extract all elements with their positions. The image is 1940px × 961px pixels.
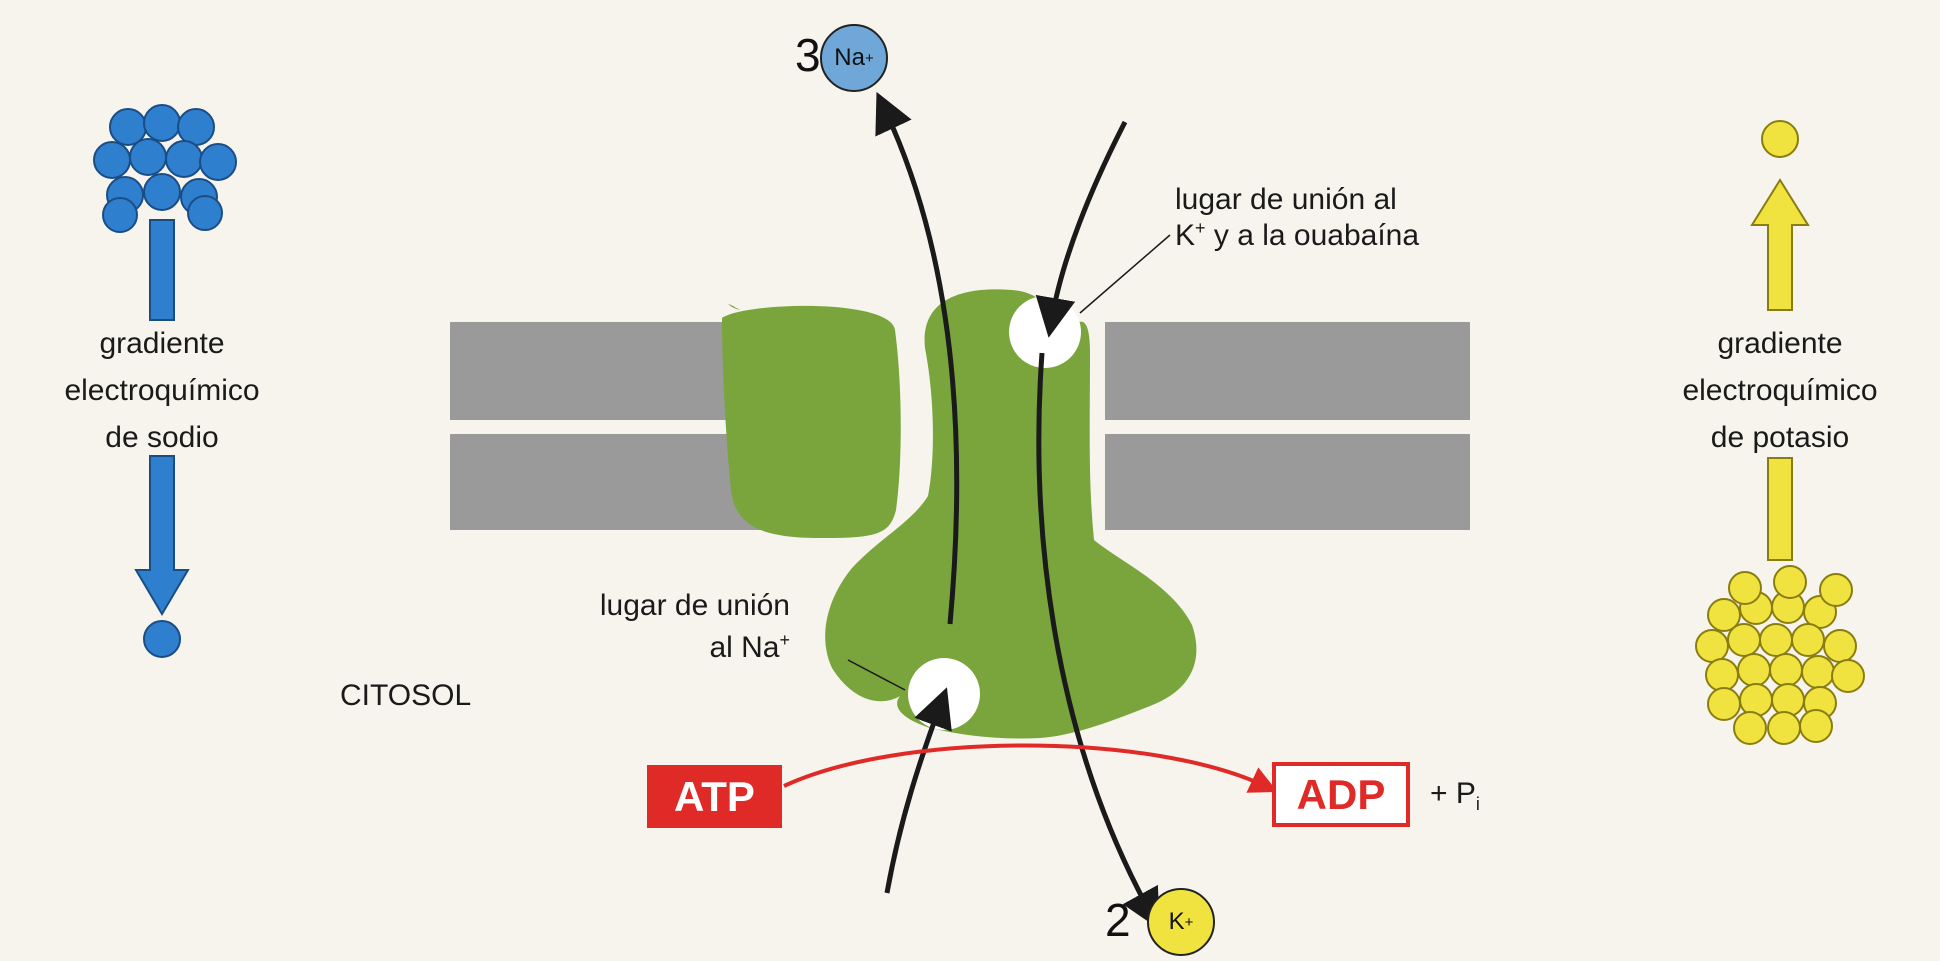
sodium-gradient-label: gradiente electroquímico de sodio [12,320,312,461]
potassium-gradient-label: gradiente electroquímico de potasio [1630,320,1930,461]
k-entry-arrow [1035,120,1128,338]
k-site-leader-line [1079,234,1171,314]
potassium-ion-cluster [1695,565,1865,745]
k-binding-site-label-line1: lugar de unión al [1175,183,1397,216]
na-site-leader-line [847,659,906,691]
sodium-gradient-label-line2: electroquímico [64,374,260,407]
pump-left-subunit [722,304,901,538]
k-ion-symbol: K [1168,908,1185,935]
k-binding-site [1009,296,1081,368]
adp-label: ADP [1272,762,1410,827]
phosphate-label: + Pi [1430,777,1480,814]
na-ion-badge: Na+ [820,24,888,92]
sodium-single-ion [143,620,181,658]
na-binding-site-label-line2: al Na+ [709,630,790,664]
na-ion-symbol: Na [834,44,865,71]
k-ion-count: 2 [1105,894,1131,946]
membrane-right-inner-leaflet [1105,434,1470,530]
potassium-gradient-arrow [1750,178,1810,311]
potassium-single-ion [1761,120,1799,158]
membrane-right-outer-leaflet [1105,322,1470,420]
atp-hydrolysis-arrow [783,743,1278,793]
na-binding-site [908,658,980,730]
atp-label: ATP [647,765,782,828]
sodium-gradient-label-line1: gradiente [99,327,225,360]
potassium-gradient-label-line2: electroquímico [1682,374,1878,407]
na-transport-arrow [875,91,960,625]
potassium-gradient-indicator [1695,120,1865,745]
potassium-gradient-label-line3: de potasio [1710,421,1850,454]
k-transport-arrow [1036,352,1160,930]
sodium-gradient-bar [149,219,175,321]
na-binding-site-label: lugar de unión al Na+ [500,588,790,666]
pump-main-subunit [825,289,1197,739]
na-ion-charge: + [864,49,874,67]
sodium-gradient-indicator [93,104,237,658]
k-binding-site-label-line2: K+ y a la ouabaína [1175,218,1420,252]
sodium-gradient-label-line3: de sodio [105,421,219,454]
k-ion-charge: + [1184,913,1194,931]
k-ion-badge: K+ [1147,888,1215,956]
sodium-gradient-arrow [134,455,190,616]
k-binding-site-label: lugar de unión al K+ y a la ouabaína [1175,182,1419,254]
sodium-ion-cluster [93,104,237,233]
potassium-gradient-label-line1: gradiente [1717,327,1843,360]
na-entry-arrow [884,687,952,894]
cytosol-label: CITOSOL [340,679,472,712]
na-ion-count: 3 [795,29,821,81]
na-binding-site-label-line1: lugar de unión [599,589,790,622]
potassium-gradient-bar [1767,457,1793,561]
